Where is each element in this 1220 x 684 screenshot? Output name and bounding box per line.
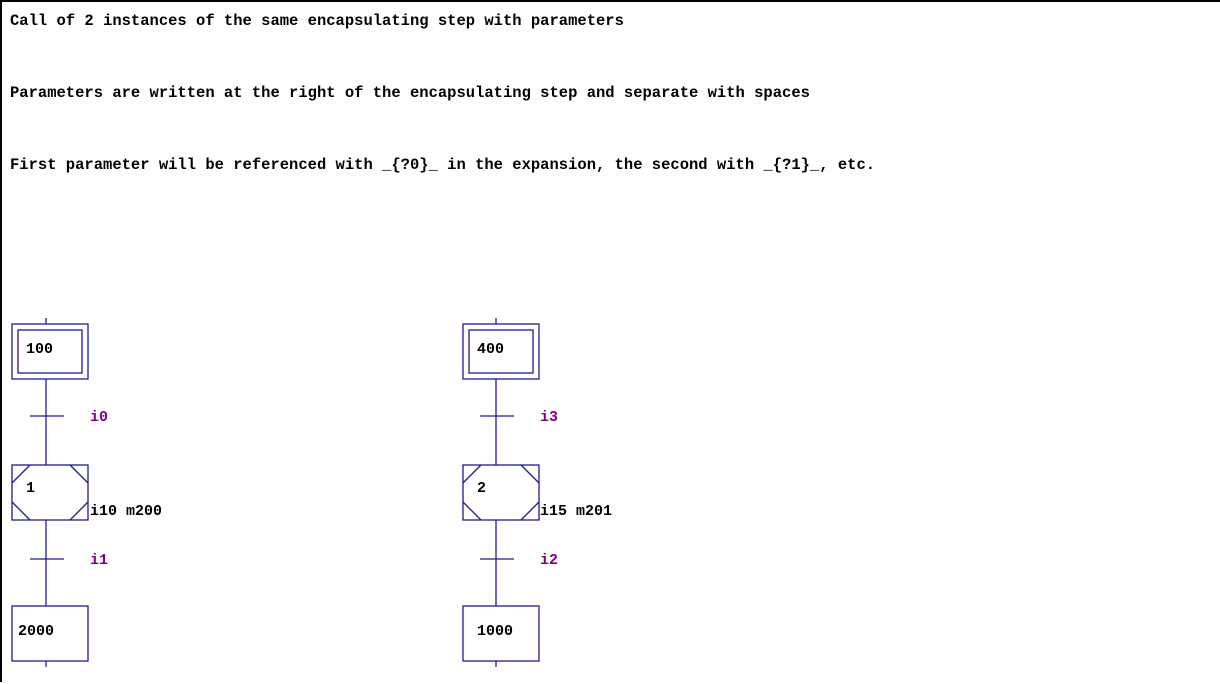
left-enc-corner-tr [69, 464, 89, 484]
right-final-step-label: 1000 [477, 623, 513, 640]
note-line-3: First parameter will be referenced with … [10, 156, 876, 174]
right-enc-corner-tl [462, 464, 482, 484]
left-transition-2-condition: i1 [90, 552, 108, 569]
note-line-2: Parameters are written at the right of t… [10, 84, 810, 102]
right-initial-step-outer[interactable] [462, 323, 540, 380]
right-enc-corner-tr [520, 464, 540, 484]
left-final-step-label: 2000 [18, 623, 54, 640]
right-transition-2-condition: i2 [540, 552, 558, 569]
right-transition-1-condition: i3 [540, 409, 558, 426]
left-final-step[interactable] [11, 605, 89, 662]
right-grafcet [462, 318, 540, 667]
right-encapsulating-step-label: 2 [477, 480, 486, 497]
note-line-1: Call of 2 instances of the same encapsul… [10, 12, 624, 30]
left-encapsulating-step-label: 1 [26, 480, 35, 497]
left-initial-step-outer[interactable] [11, 323, 89, 380]
right-initial-step-inner [468, 329, 534, 374]
left-enc-corner-br [69, 501, 89, 521]
left-grafcet [11, 318, 89, 667]
right-step-parameters: i15 m201 [540, 503, 612, 520]
right-encapsulating-step[interactable] [462, 464, 540, 521]
left-transition-1-condition: i0 [90, 409, 108, 426]
left-enc-corner-bl [11, 501, 31, 521]
right-final-step[interactable] [462, 605, 540, 662]
right-enc-corner-bl [462, 501, 482, 521]
left-step-parameters: i10 m200 [90, 503, 162, 520]
right-initial-step-label: 400 [477, 341, 504, 358]
right-enc-corner-br [520, 501, 540, 521]
left-initial-step-inner [17, 329, 83, 374]
left-encapsulating-step[interactable] [11, 464, 89, 521]
left-initial-step-label: 100 [26, 341, 53, 358]
left-enc-corner-tl [11, 464, 31, 484]
